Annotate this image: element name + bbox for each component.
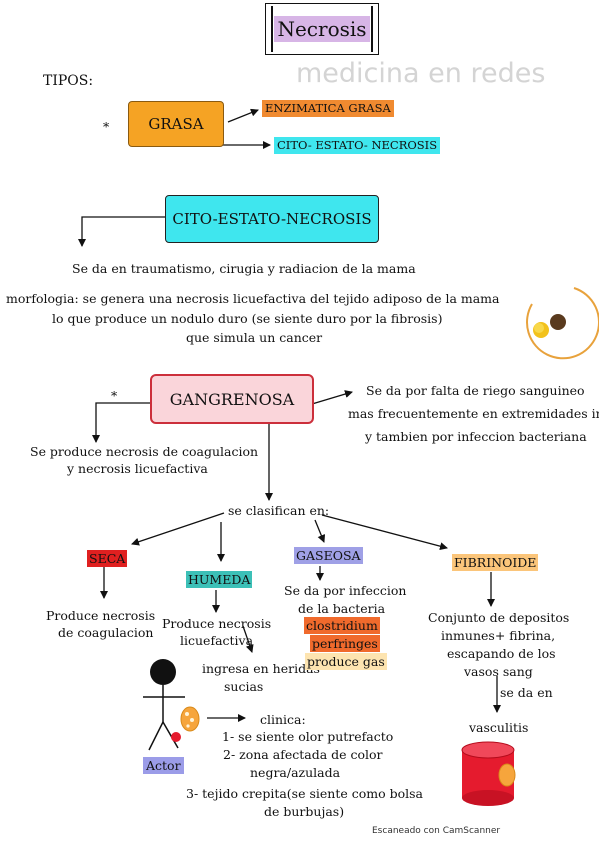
gaseosa-gas: produce gas	[305, 653, 387, 670]
grasa-box: GRASA	[128, 101, 224, 147]
arrow-to-gaseosa	[314, 519, 326, 543]
grasa-bullet: *	[103, 119, 110, 134]
clinica-line-2: 2- zona afectada de color	[223, 747, 383, 762]
vessel-cylinder-icon	[461, 741, 516, 806]
enzimatica-grasa-label: ENZIMATICA GRASA	[262, 100, 394, 117]
gangrenosa-right-1: Se da por falta de riego sanguineo	[366, 383, 585, 398]
arrow-gangrenosa-right	[311, 390, 353, 405]
cito-line-1: Se da en traumatismo, cirugia y radiacio…	[72, 261, 416, 276]
gangrenosa-box: GANGRENOSA	[150, 374, 314, 424]
arrow-grasa-enzimatica	[227, 108, 259, 123]
humeda-label: HUMEDA	[186, 571, 253, 588]
cito-line-2: morfologia: se genera una necrosis licue…	[6, 291, 500, 306]
gangrenosa-left-2: y necrosis licuefactiva	[67, 461, 208, 476]
fibrinoide-label: FIBRINOIDE	[452, 554, 539, 571]
classify-label: se clasifican en:	[228, 503, 330, 518]
arrow-cito-down	[78, 216, 165, 247]
gas-bubbles-icon	[180, 706, 200, 732]
humeda-ingresa-1: ingresa en heridas	[202, 661, 320, 676]
gaseosa-desc-2: de la bacteria	[298, 601, 386, 616]
cito-estato-necrosis-label: CITO- ESTATO- NECROSIS	[274, 137, 441, 154]
breast-nodule-icon	[526, 287, 599, 360]
cito-line-3: lo que produce un nodulo duro (se siente…	[52, 311, 443, 326]
arrow-to-fibrinoide	[321, 514, 448, 551]
scanner-credit: Escaneado con CamScanner	[372, 826, 501, 836]
clinica-line-1: 1- se siente olor putrefacto	[222, 729, 394, 744]
gaseosa-desc-1: Se da por infeccion	[284, 583, 407, 598]
clinica-line-4: 3- tejido crepita(se siente como bolsa	[186, 786, 423, 801]
gaseosa-bacteria-2: perfringes	[310, 635, 380, 652]
gangrenosa-right-3: y tambien por infeccion bacteriana	[365, 429, 587, 444]
gaseosa-label: GASEOSA	[294, 547, 363, 564]
arrow-humeda-ingresa	[242, 625, 254, 653]
seca-desc-1: Produce necrosis	[46, 608, 156, 623]
actor-label: Actor	[143, 757, 184, 774]
humeda-desc-1: Produce necrosis	[162, 616, 272, 631]
fibrinoide-vasculitis: vasculitis	[469, 720, 529, 735]
seca-desc-2: de coagulacion	[58, 625, 154, 640]
seca-label: SECA	[87, 550, 128, 567]
arrow-to-seca	[131, 512, 225, 546]
stick-figure-icon	[143, 659, 185, 751]
fibrinoide-seda: se da en	[500, 685, 553, 700]
gangrenosa-bullet: *	[111, 388, 118, 403]
tipos-label: TIPOS:	[43, 73, 94, 89]
humeda-desc-2: licuefactiva	[180, 633, 254, 648]
watermark: medicina en redes	[296, 58, 546, 89]
clinica-line-5: de burbujas)	[264, 804, 345, 819]
fibrinoide-desc-2: inmunes+ fibrina,	[441, 628, 556, 643]
clinica-title: clinica:	[260, 712, 306, 727]
gangrenosa-left-1: Se produce necrosis de coagulacion	[30, 444, 259, 459]
clinica-line-3: negra/azulada	[250, 765, 341, 780]
fibrinoide-desc-4: vasos sang	[464, 664, 533, 679]
cito-line-4: que simula un cancer	[186, 330, 323, 345]
arrow-gangrenosa-left	[92, 402, 150, 443]
title-box: Necrosis	[265, 3, 379, 55]
fibrinoide-desc-3: escapando de los	[447, 646, 556, 661]
fibrinoide-desc-1: Conjunto de depositos	[428, 610, 570, 625]
humeda-ingresa-2: sucias	[224, 679, 264, 694]
gaseosa-bacteria-1: clostridium	[304, 617, 380, 634]
page-title: Necrosis	[274, 16, 370, 42]
gangrenosa-right-2: mas frecuentemente en extremidades inf	[348, 406, 599, 421]
cito-box: CITO-ESTATO-NECROSIS	[165, 195, 379, 243]
